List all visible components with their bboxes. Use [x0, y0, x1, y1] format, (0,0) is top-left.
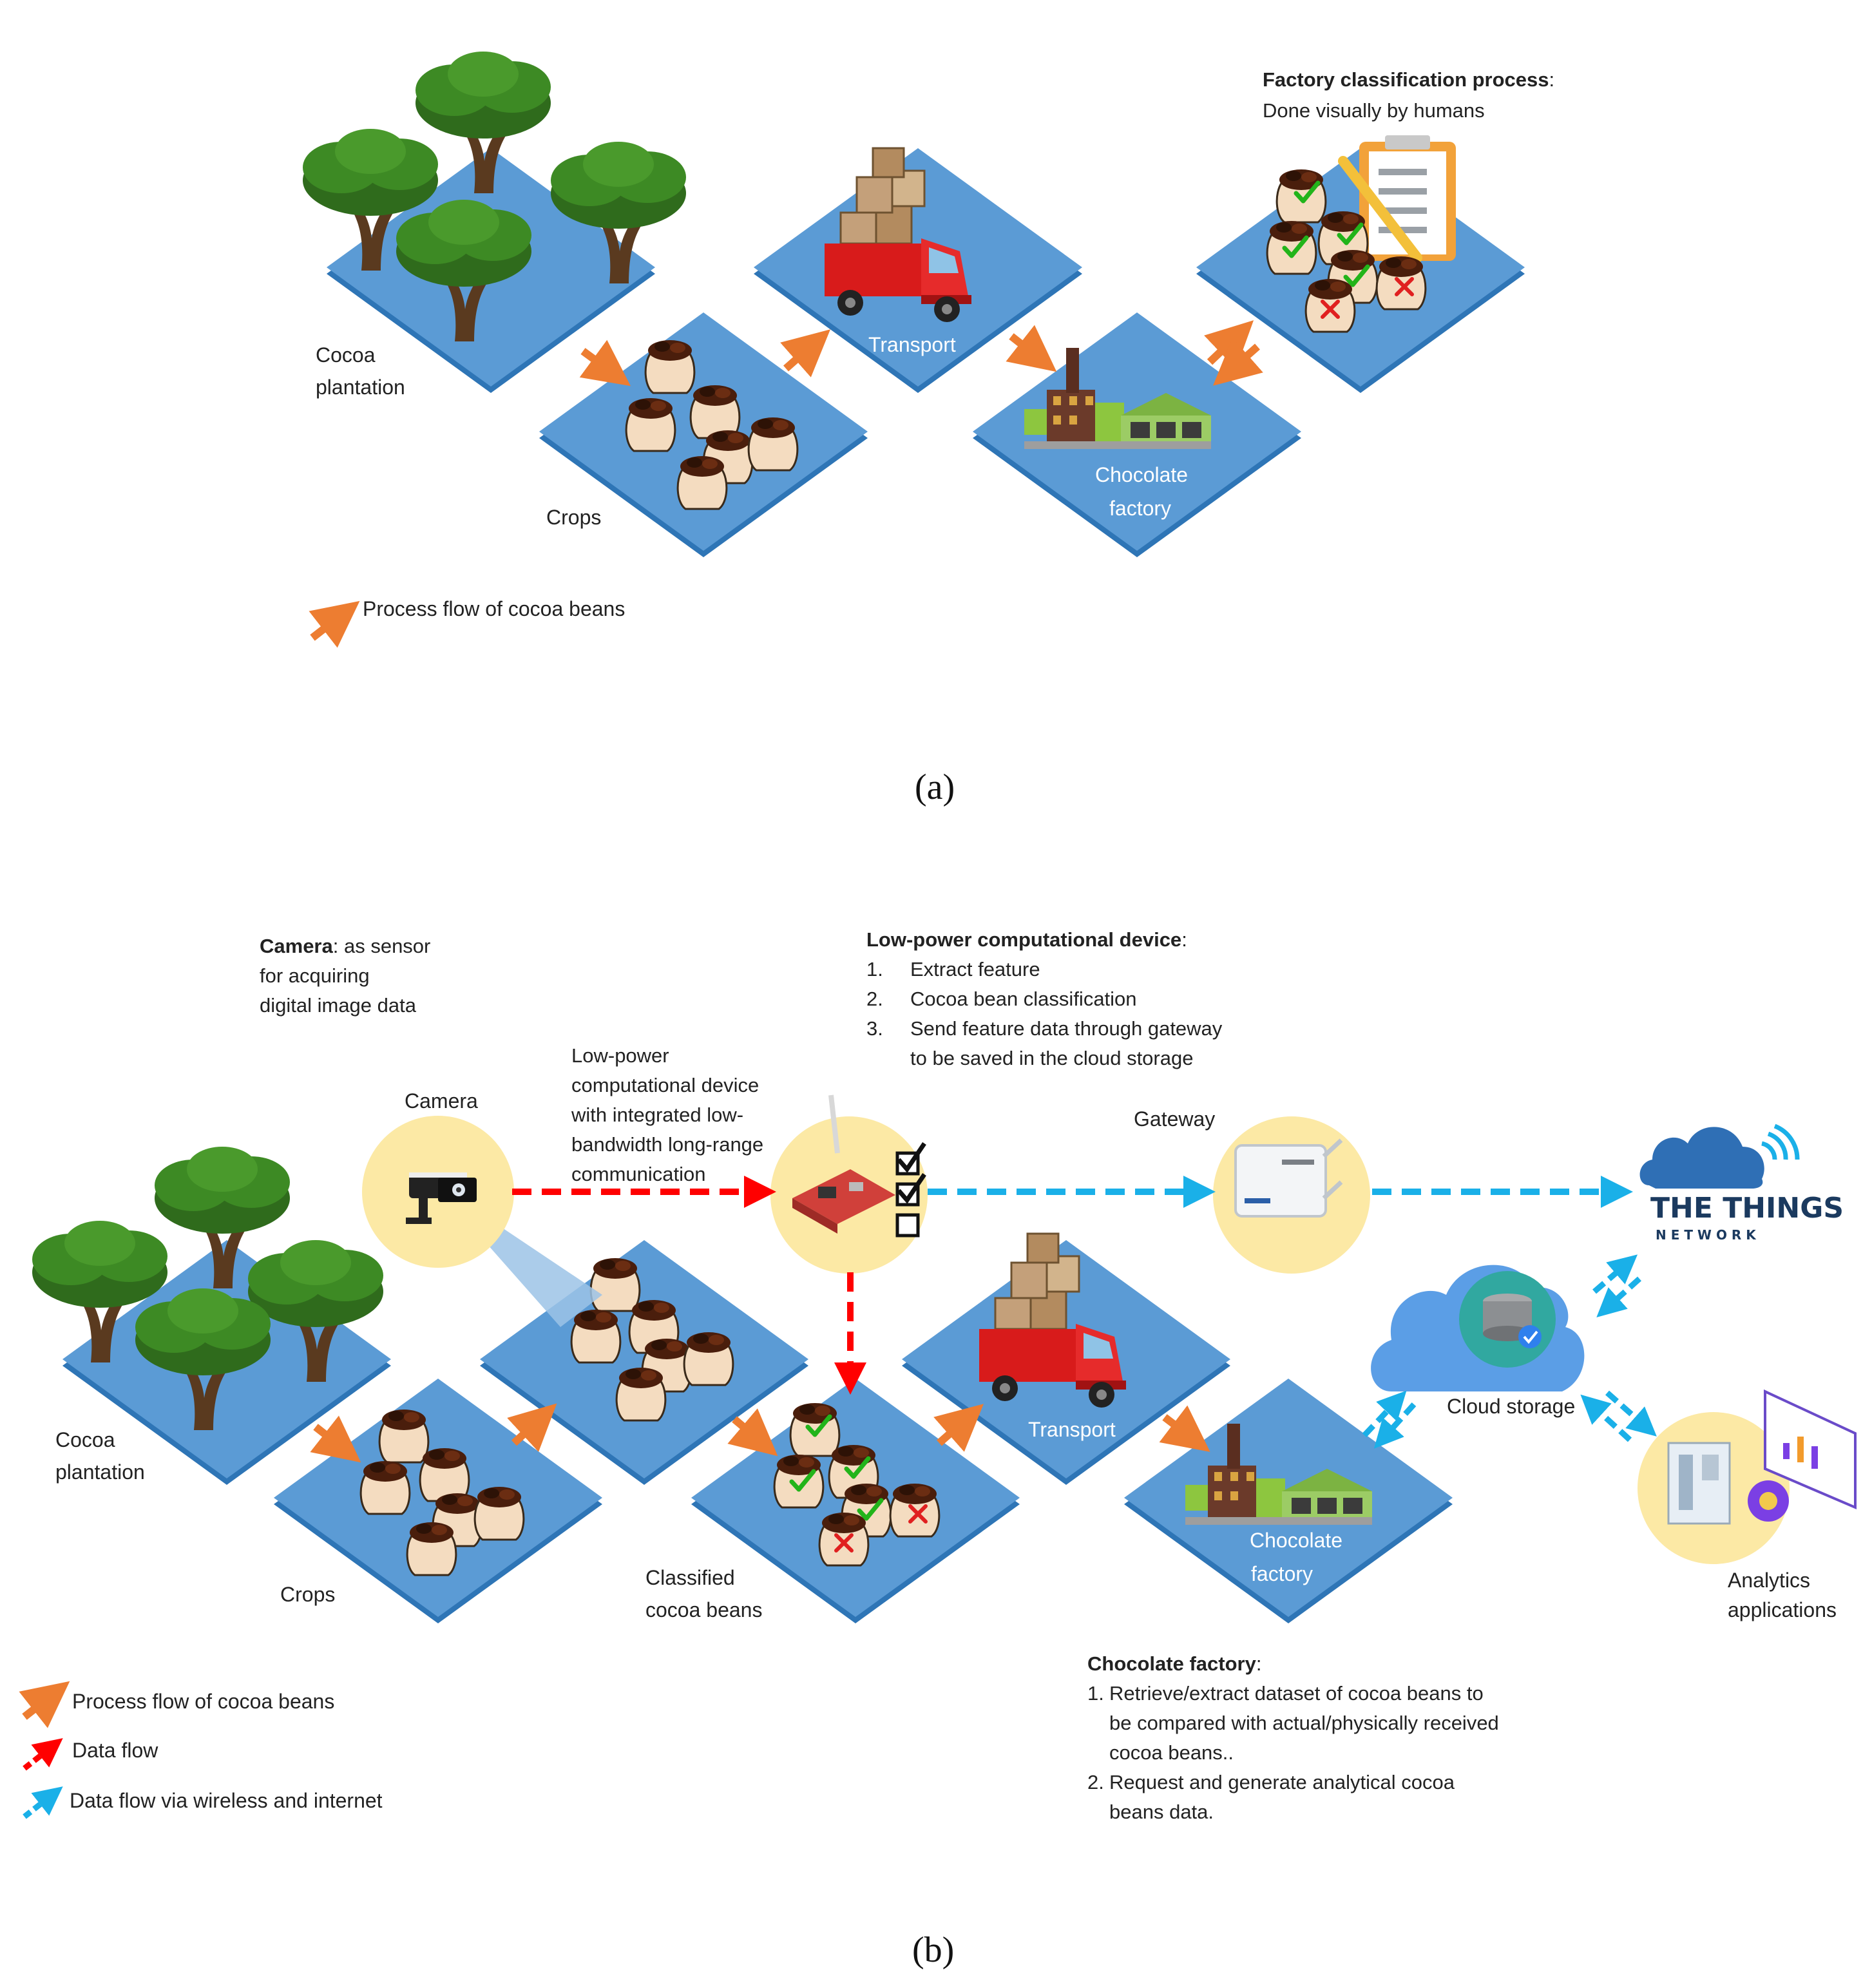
caption-a: (a) — [915, 767, 955, 807]
ttn-logo-line2: N E T W O R K — [1656, 1227, 1756, 1243]
device-step-2-number: 2. — [866, 988, 883, 1010]
device-note-colon: : — [1181, 928, 1187, 951]
factory-step-1-line2: be compared with actual/physically recei… — [1109, 1712, 1499, 1734]
plantation-label-a-line2: plantation — [316, 376, 405, 399]
device-desc-line4: bandwidth long-range — [571, 1133, 764, 1156]
panel-a — [303, 52, 1525, 648]
analytics-label-line1: Analytics — [1728, 1569, 1811, 1592]
camera-note-rest: : as sensor — [332, 935, 431, 957]
device-step-2-text: Cocoa bean classification — [910, 988, 1137, 1010]
device-step-3-number: 3. — [866, 1017, 883, 1040]
factory-note-colon: : — [1256, 1652, 1262, 1675]
legend-wireless-label: Data flow via wireless and internet — [70, 1789, 383, 1812]
panel-b — [19, 1094, 1857, 1819]
factory-classification-title: Factory classification process — [1263, 68, 1549, 91]
factory-note-title: Chocolate factory — [1087, 1652, 1256, 1675]
checkbox-list-icon — [895, 1142, 926, 1238]
device-step-3-text: Send feature data through gateway — [910, 1017, 1223, 1040]
cloud-storage-label: Cloud storage — [1447, 1395, 1576, 1418]
transport-label-a: Transport — [868, 333, 956, 356]
wireless-arrows — [928, 1176, 1657, 1449]
transport-label-b: Transport — [1028, 1418, 1116, 1441]
ttn-logo-line1: THE THINGS — [1650, 1192, 1844, 1225]
cloud-storage-icon — [1371, 1265, 1585, 1391]
camera-note-line2: for acquiring — [260, 964, 370, 987]
plantation-label-b-line1: Cocoa — [55, 1428, 115, 1451]
classified-label-line2: cocoa beans — [645, 1598, 763, 1621]
analytics-label-line2: applications — [1728, 1598, 1837, 1621]
factory-step-1-text1: Retrieve/extract dataset of cocoa beans … — [1109, 1682, 1484, 1705]
legend-data-flow-label: Data flow — [72, 1739, 158, 1762]
factory-step-2-number: 2. — [1087, 1771, 1104, 1793]
plantation-label-a-line1: Cocoa — [316, 343, 376, 367]
device-desc-line5: communication — [571, 1163, 706, 1185]
plantation-label-b-line2: plantation — [55, 1460, 145, 1484]
data-flow-arrows — [512, 1176, 866, 1395]
legend-icons-b — [19, 1681, 70, 1819]
factory-label-b-line2: factory — [1251, 1562, 1313, 1585]
gateway-label: Gateway — [1134, 1107, 1216, 1131]
crops-label-a: Crops — [546, 506, 602, 529]
device-desc-line3: with integrated low- — [571, 1104, 744, 1126]
camera-note-line3: digital image data — [260, 994, 416, 1017]
factory-classification-note-body: Done visually by humans — [1263, 99, 1485, 122]
factory-classification-note-title: Factory classification process: — [1263, 65, 1554, 95]
device-step-2: 2. Cocoa bean classification — [866, 984, 1137, 1014]
factory-label-a-line2: factory — [1109, 497, 1172, 520]
factory-step-1-line3: cocoa beans.. — [1109, 1741, 1234, 1764]
factory-label-a-line1: Chocolate — [1095, 463, 1189, 486]
crops-label-b: Crops — [280, 1583, 336, 1606]
device-desc-line1: Low-power — [571, 1044, 669, 1067]
process-arrows-b — [310, 1403, 1210, 1463]
device-step-1-text: Extract feature — [910, 958, 1040, 980]
factory-step-2-text1: Request and generate analytical cocoa — [1109, 1771, 1455, 1793]
gateway-icon — [1234, 1138, 1343, 1218]
factory-step-1-line1: 1.Retrieve/extract dataset of cocoa bean… — [1087, 1679, 1484, 1708]
device-note-title: Low-power computational device — [866, 928, 1182, 951]
legend-process-label-b: Process flow of cocoa beans — [72, 1690, 335, 1713]
device-note-title-line: Low-power computational device: — [866, 925, 1187, 955]
factory-classification-colon: : — [1549, 68, 1555, 91]
camera-note-title: Camera — [260, 935, 333, 957]
legend-process-arrow-a — [309, 600, 360, 648]
factory-step-1-number: 1. — [1087, 1682, 1104, 1705]
clipboard-icon — [1338, 135, 1456, 263]
analytics-icon — [1667, 1389, 1857, 1525]
factory-label-b-line1: Chocolate — [1250, 1529, 1343, 1552]
device-desc-line2: computational device — [571, 1074, 759, 1096]
device-step-3-continued: to be saved in the cloud storage — [910, 1047, 1194, 1069]
process-arrows-a — [579, 320, 1263, 387]
camera-note-line1: Camera: as sensor — [260, 932, 430, 961]
device-step-3: 3. Send feature data through gateway — [866, 1014, 1222, 1044]
factory-note-title-line: Chocolate factory: — [1087, 1649, 1261, 1679]
factory-step-2-line1: 2.Request and generate analytical cocoa — [1087, 1768, 1455, 1797]
camera-label: Camera — [405, 1089, 478, 1113]
legend-process-label-a: Process flow of cocoa beans — [363, 597, 626, 620]
device-step-1: 1. Extract feature — [866, 955, 1040, 984]
device-step-1-number: 1. — [866, 958, 883, 980]
classified-label-line1: Classified — [645, 1566, 735, 1589]
ttn-cloud-icon — [1639, 1123, 1800, 1189]
factory-step-2-line2: beans data. — [1109, 1801, 1214, 1823]
caption-b: (b) — [912, 1930, 955, 1970]
device-board-icon — [792, 1094, 895, 1234]
